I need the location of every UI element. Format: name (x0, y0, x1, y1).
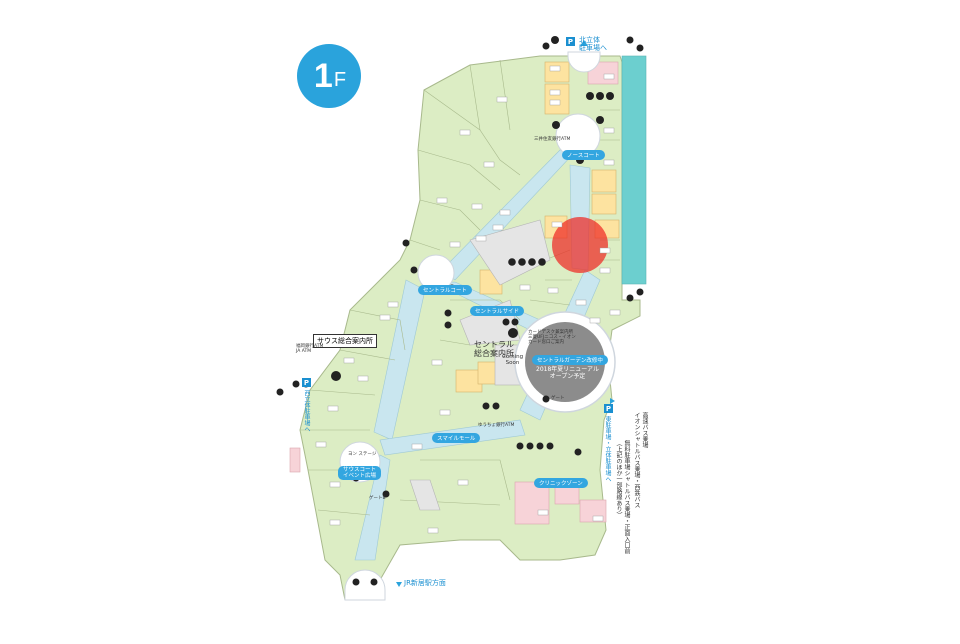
south-court-pill: サウスコート イベント広場 (338, 466, 382, 481)
restroom-icon (542, 42, 550, 50)
mitsui-atm-label: 三井住友銀行ATM (534, 137, 571, 142)
coming-soon-label: Coming Soon (502, 354, 524, 367)
central-mall-pill: セントラルサイド (470, 306, 525, 316)
restroom-icon (528, 258, 536, 266)
restroom-icon (606, 92, 614, 100)
bus-note-4: （上記のほか一部路線あり） (615, 440, 622, 518)
restroom-icon (382, 490, 390, 498)
restroom-icon (586, 92, 594, 100)
elevator-icon (626, 36, 634, 44)
south-entrance-arc (344, 569, 386, 601)
up-arrow-icon (580, 40, 588, 46)
escalator-icon (626, 294, 634, 302)
clinic-zone-pill: クリニックゾーン (534, 478, 588, 488)
facility-icons (276, 36, 644, 586)
restroom-icon (526, 442, 534, 450)
west-parking-icon: P (302, 378, 311, 387)
restroom-icon (551, 36, 559, 44)
restroom-icon (516, 442, 524, 450)
elevator-icon (370, 578, 378, 586)
escalator-icon (636, 288, 644, 296)
escalator-icon (552, 121, 560, 129)
restroom-icon (536, 442, 544, 450)
bus-note-3: 無料駐車場シャトルバス乗場・正面入口前 (623, 440, 630, 554)
gate-b-label: ゲートB (369, 496, 386, 501)
bus-note-1: 高速バス乗場 (641, 412, 648, 448)
east-parking-icon: P (604, 404, 613, 413)
right-arrow-icon (610, 398, 615, 404)
west-parking-label[interactable]: 西立体駐車場へ (303, 390, 310, 432)
east-parking-label[interactable]: 東駐車場・立体駐車場へ (604, 416, 611, 482)
water-band (621, 55, 647, 285)
south-stage-label: ヨン ステージ (348, 452, 377, 457)
elevator-icon (574, 448, 582, 456)
escalator-icon (542, 395, 550, 403)
elevator-icon (352, 578, 360, 586)
south-station-label[interactable]: JR新居駅方面 (404, 579, 446, 587)
bus-note-2: イオンシャトルバス乗場・西鉄バス (633, 412, 640, 508)
bank-atm-label: 福岡銀行ATM JA ATM (296, 344, 324, 355)
current-location-marker[interactable] (552, 217, 608, 273)
restroom-icon (596, 92, 604, 100)
info-icon (331, 371, 341, 381)
yucho-atm-label: ゆうちょ銀行ATM (478, 423, 515, 428)
central-info-label[interactable]: セントラル 総合案内所 (474, 340, 514, 359)
south-info-label[interactable]: サウス総合案内所 (313, 334, 377, 348)
elevator-icon (410, 266, 418, 274)
restroom-icon (292, 380, 300, 388)
restroom-icon (546, 442, 554, 450)
restroom-icon (482, 402, 490, 410)
north-entrance-arc (567, 51, 601, 73)
restroom-icon (444, 321, 452, 329)
floor-number: 1 (313, 56, 333, 95)
central-garden-text: 2018年夏リニューアル オープン予定 (536, 366, 599, 380)
card-desk-label: カードデスク兼案内所 三菱UFJニコス・イオン カード窓口ご案内 (528, 330, 576, 346)
central-garden-pill: セントラルガーデン改修中 (532, 355, 608, 365)
elevator-icon (636, 44, 644, 52)
east-mall-pill: スマイルモール (432, 433, 481, 443)
escalator-icon (402, 239, 410, 247)
entrance-arrows (396, 40, 615, 587)
restroom-icon (538, 258, 546, 266)
central-court-pill: セントラルコート (418, 285, 472, 295)
down-arrow-icon (396, 582, 402, 587)
restroom-icon (508, 258, 516, 266)
atm-icon (511, 318, 519, 326)
restroom-icon (518, 258, 526, 266)
escalator-icon (276, 388, 284, 396)
gate-label: ゲート (551, 396, 565, 401)
north-parking-label[interactable]: 北立体 駐車場へ (579, 36, 607, 53)
escalator-icon (596, 116, 604, 124)
north-court-pill: ノースコート (562, 150, 605, 160)
floor-suffix: F (333, 68, 346, 91)
info-icon (508, 328, 518, 338)
parking-icon: P (566, 37, 575, 46)
restroom-icon (492, 402, 500, 410)
atm-icon (502, 318, 510, 326)
shop-dividers (300, 59, 620, 516)
restroom-icon (444, 309, 452, 317)
